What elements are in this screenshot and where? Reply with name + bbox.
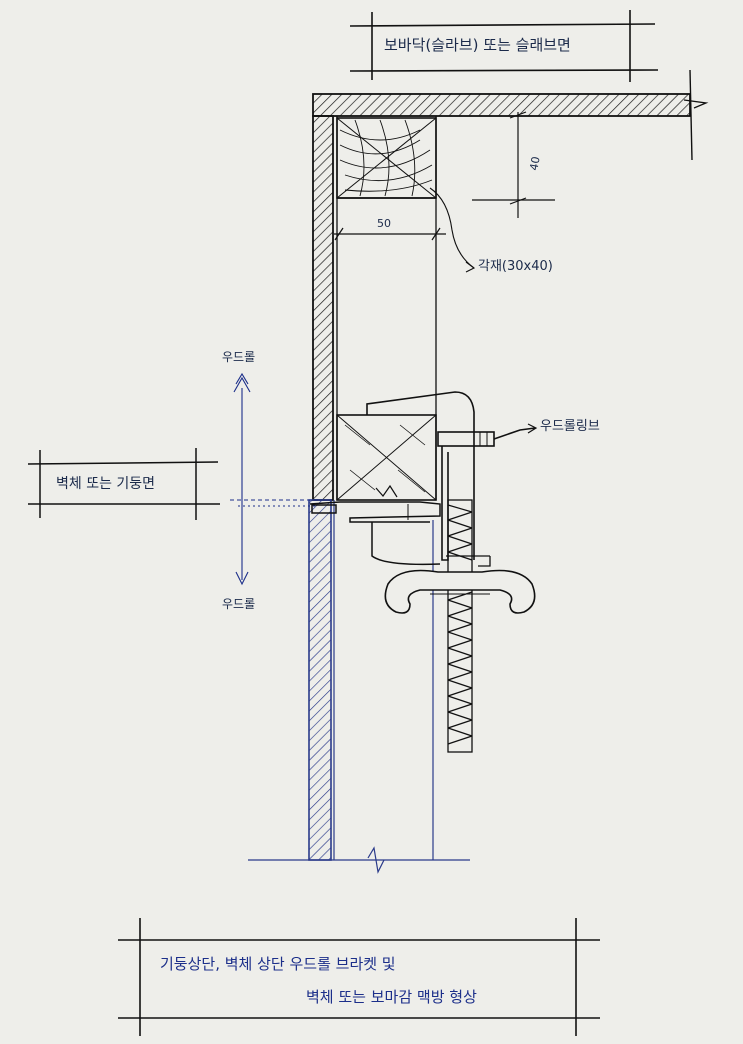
finish-lines-lower <box>248 500 470 874</box>
threaded-rod <box>447 499 473 753</box>
callout-leader-wood <box>429 187 476 273</box>
curtain-hook <box>384 569 536 614</box>
wood-block-lower <box>336 391 475 560</box>
caption-line-1: 기둥상단, 벽체 상단 우드롤 브라켓 및 <box>160 955 396 973</box>
caption-box-frame <box>118 918 600 1036</box>
center-guide <box>230 372 322 586</box>
wood-block-callout: 각재(30x40) <box>478 259 553 274</box>
caption-line-2: 벽체 또는 보마감 맥방 형상 <box>306 988 477 1006</box>
title-label: 보바닥(슬라브) 또는 슬래브면 <box>384 36 571 54</box>
wood-block-upper <box>336 117 437 199</box>
dimension-50-label: 50 <box>377 217 391 230</box>
dimension-50 <box>334 227 446 241</box>
left-box-frame <box>27 448 220 520</box>
dimension-40-label: 40 <box>527 155 543 172</box>
title-box-frame <box>349 10 659 82</box>
wall-upper <box>312 115 334 501</box>
ceiling-slab <box>312 69 709 161</box>
rail-track <box>309 501 491 567</box>
arrow-down-label: 우드롤 <box>222 597 256 611</box>
left-box-label: 벽체 또는 기둥면 <box>56 476 156 492</box>
wall-lower <box>308 499 332 861</box>
rail-bracket <box>437 423 538 561</box>
rail-bracket-callout: 우드롤링브 <box>540 419 600 434</box>
dimension-40 <box>472 111 555 218</box>
arrow-up-label: 우드롤 <box>222 350 256 364</box>
